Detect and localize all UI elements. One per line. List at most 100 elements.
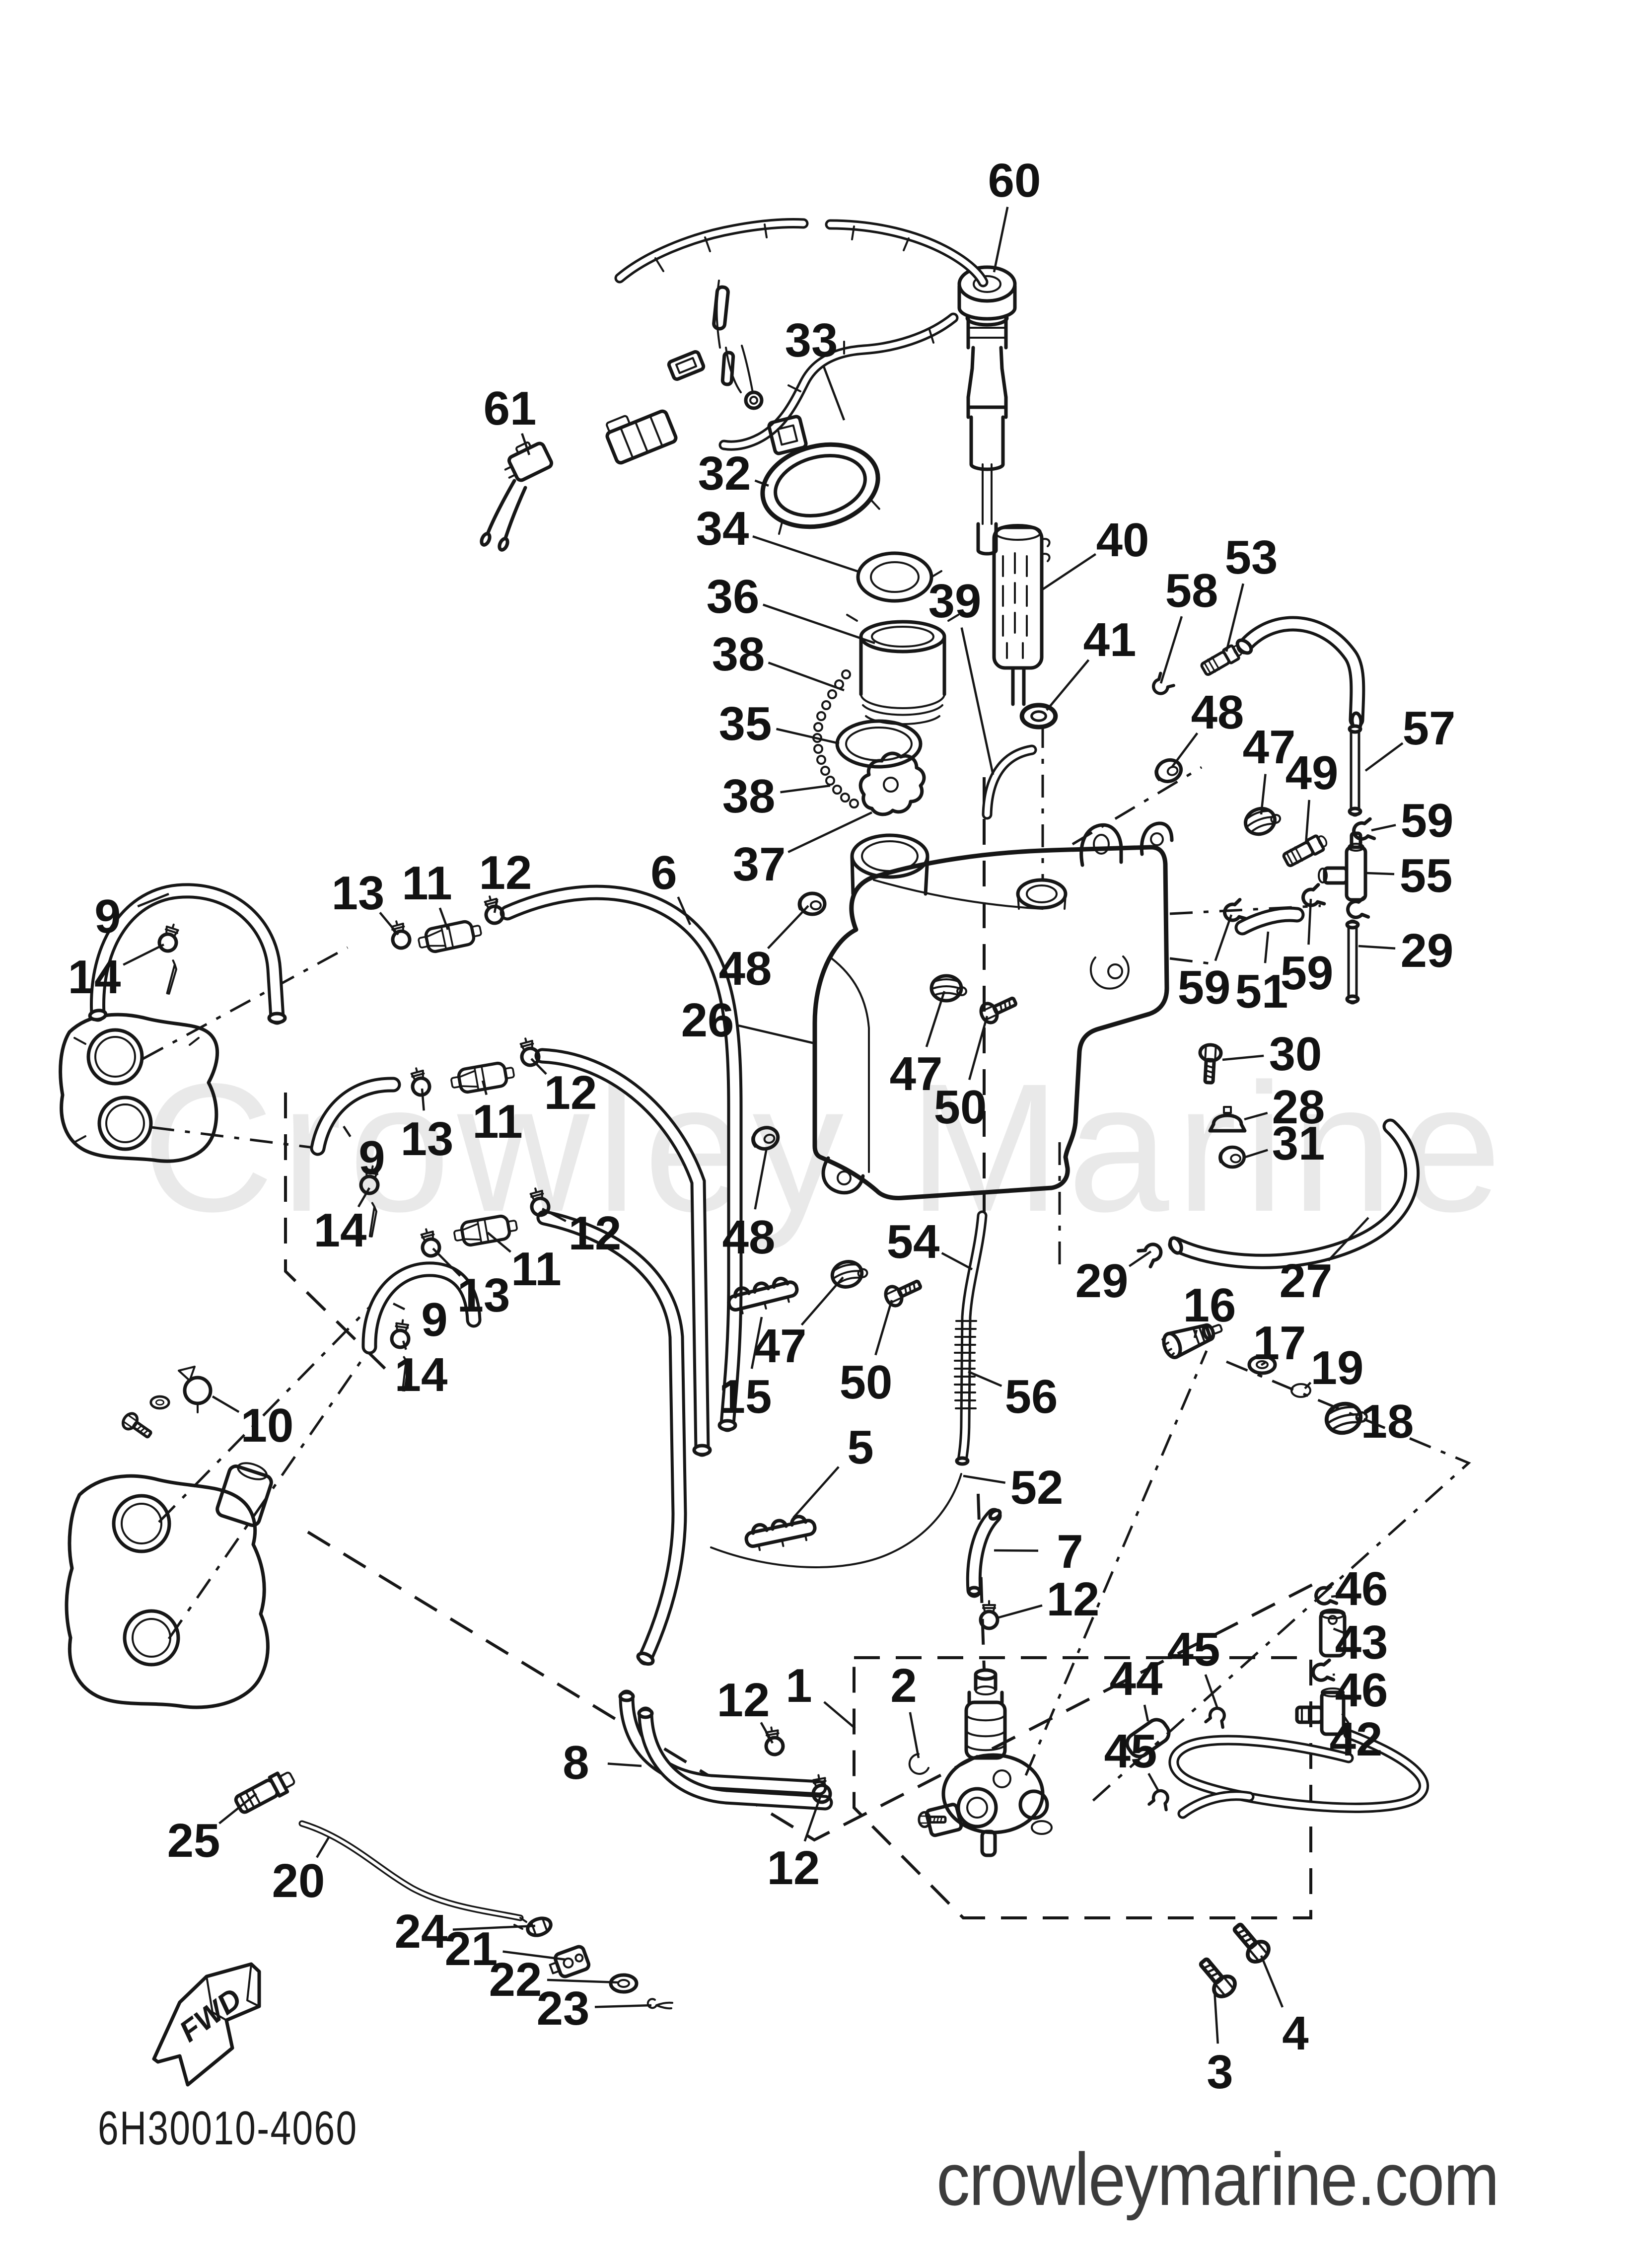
callout-11: 11 [472, 1080, 523, 1148]
callout-leader [493, 898, 499, 913]
callout-number: 47 [890, 1047, 943, 1100]
callout-number: 27 [1280, 1254, 1333, 1308]
callout-number: 59 [1178, 961, 1231, 1014]
callout-30: 30 [1222, 1027, 1322, 1081]
callout-23: 23 [537, 1982, 652, 2035]
callout-leader [481, 1080, 488, 1096]
callout-number: 55 [1400, 849, 1453, 902]
callout-leader [993, 207, 1009, 273]
callout-56: 56 [968, 1370, 1058, 1423]
callout-leader [1245, 1149, 1268, 1159]
callout-leader [803, 1796, 822, 1842]
callout-number: 25 [167, 1814, 220, 1867]
callout-24: 24 [395, 1905, 536, 1958]
callout-8: 8 [563, 1736, 642, 1789]
callout-59: 59 [1371, 794, 1453, 847]
callout-number: 45 [1104, 1725, 1157, 1778]
callout-7: 7 [994, 1525, 1083, 1578]
callout-number: 29 [1075, 1254, 1129, 1308]
callout-12: 12 [767, 1796, 822, 1895]
callout-36: 36 [707, 570, 875, 645]
callout-number: 10 [241, 1399, 294, 1452]
callout-leader [1171, 732, 1199, 768]
callout-number: 33 [785, 314, 838, 367]
callout-leader [1046, 659, 1090, 711]
mount-bolts [1195, 1919, 1273, 2001]
callout-number: 1 [785, 1659, 812, 1712]
callout-42: 42 [1330, 1713, 1383, 1766]
callout-leader [968, 1016, 989, 1080]
callout-number: 9 [94, 890, 121, 943]
wire-harness [605, 218, 989, 465]
callout-number: 37 [733, 838, 786, 891]
callout-leader [1244, 1111, 1268, 1121]
callout-59: 59 [1178, 914, 1233, 1014]
callout-49: 49 [1285, 746, 1338, 845]
callout-leader [432, 1247, 461, 1277]
callout-12: 12 [997, 1573, 1099, 1626]
callout-number: 22 [489, 1953, 542, 2006]
callout-leader [1213, 1990, 1219, 2044]
phantom-lines [142, 725, 1471, 1919]
callout-47: 47 [890, 991, 946, 1100]
callout-55: 55 [1366, 849, 1452, 902]
callout-leader [1260, 1955, 1284, 2008]
callout-leader [1307, 898, 1312, 945]
callout-12: 12 [717, 1674, 774, 1744]
callout-9: 9 [393, 1293, 448, 1346]
callout-number: 41 [1083, 613, 1137, 666]
callout-leader [941, 1252, 973, 1270]
callout-number: 18 [1361, 1395, 1414, 1448]
callout-leader [1366, 872, 1395, 876]
callout-43: 43 [1333, 1616, 1388, 1669]
joint-21 [549, 1945, 591, 1978]
pump-o-ring [908, 1753, 929, 1775]
callout-number: 36 [707, 570, 760, 623]
callout-leader [547, 1978, 619, 1984]
callout-leader [1304, 800, 1310, 845]
callout-11: 11 [487, 1232, 562, 1296]
hose-open-ends [88, 638, 1363, 1719]
callout-leader [677, 896, 692, 925]
website-footer: crowleymarine.com [936, 2138, 1499, 2221]
callout-number: 53 [1225, 531, 1278, 584]
hose-clamp-10 [120, 1366, 213, 1442]
callout-leader [1327, 1217, 1369, 1261]
callout-number: 15 [719, 1370, 772, 1423]
callout-number: 13 [332, 867, 385, 920]
callout-44: 44 [1110, 1652, 1162, 1722]
callout-number: 6 [650, 846, 677, 899]
callout-46: 46 [1332, 1664, 1388, 1717]
callout-25: 25 [167, 1793, 257, 1867]
callout-number: 28 [1272, 1081, 1325, 1134]
callout-13: 13 [401, 1088, 453, 1166]
callout-leader [1041, 553, 1096, 591]
callout-number: 5 [847, 1421, 873, 1474]
callout-9: 9 [343, 1125, 385, 1184]
callout-number: 17 [1253, 1317, 1306, 1370]
callout-leader [823, 1701, 856, 1729]
callout-57: 57 [1364, 702, 1455, 772]
callout-45: 45 [1104, 1725, 1160, 1793]
callout-48: 48 [719, 905, 809, 995]
callout-number: 52 [1010, 1461, 1064, 1514]
callout-leader [792, 1466, 840, 1519]
callout-number: 12 [569, 1207, 622, 1260]
callout-leader [421, 1088, 425, 1111]
callout-leader [767, 905, 809, 950]
callout-number: 42 [1330, 1713, 1383, 1766]
callout-number: 46 [1335, 1562, 1388, 1615]
callout-6: 6 [650, 846, 692, 925]
fwd-arrow-label: FWD [173, 1981, 248, 2049]
check-valve-parts [1125, 1584, 1347, 1810]
callout-31: 31 [1245, 1117, 1325, 1170]
callout-60: 60 [988, 154, 1041, 273]
callout-leader [909, 1712, 920, 1758]
callout-leader [357, 1187, 370, 1208]
callout-leader [521, 433, 531, 455]
callout-29: 29 [1358, 924, 1453, 977]
callout-47: 47 [754, 1276, 844, 1373]
callout-leader [1143, 1704, 1149, 1722]
callout-leader [607, 1762, 642, 1767]
callout-39: 39 [928, 575, 995, 775]
